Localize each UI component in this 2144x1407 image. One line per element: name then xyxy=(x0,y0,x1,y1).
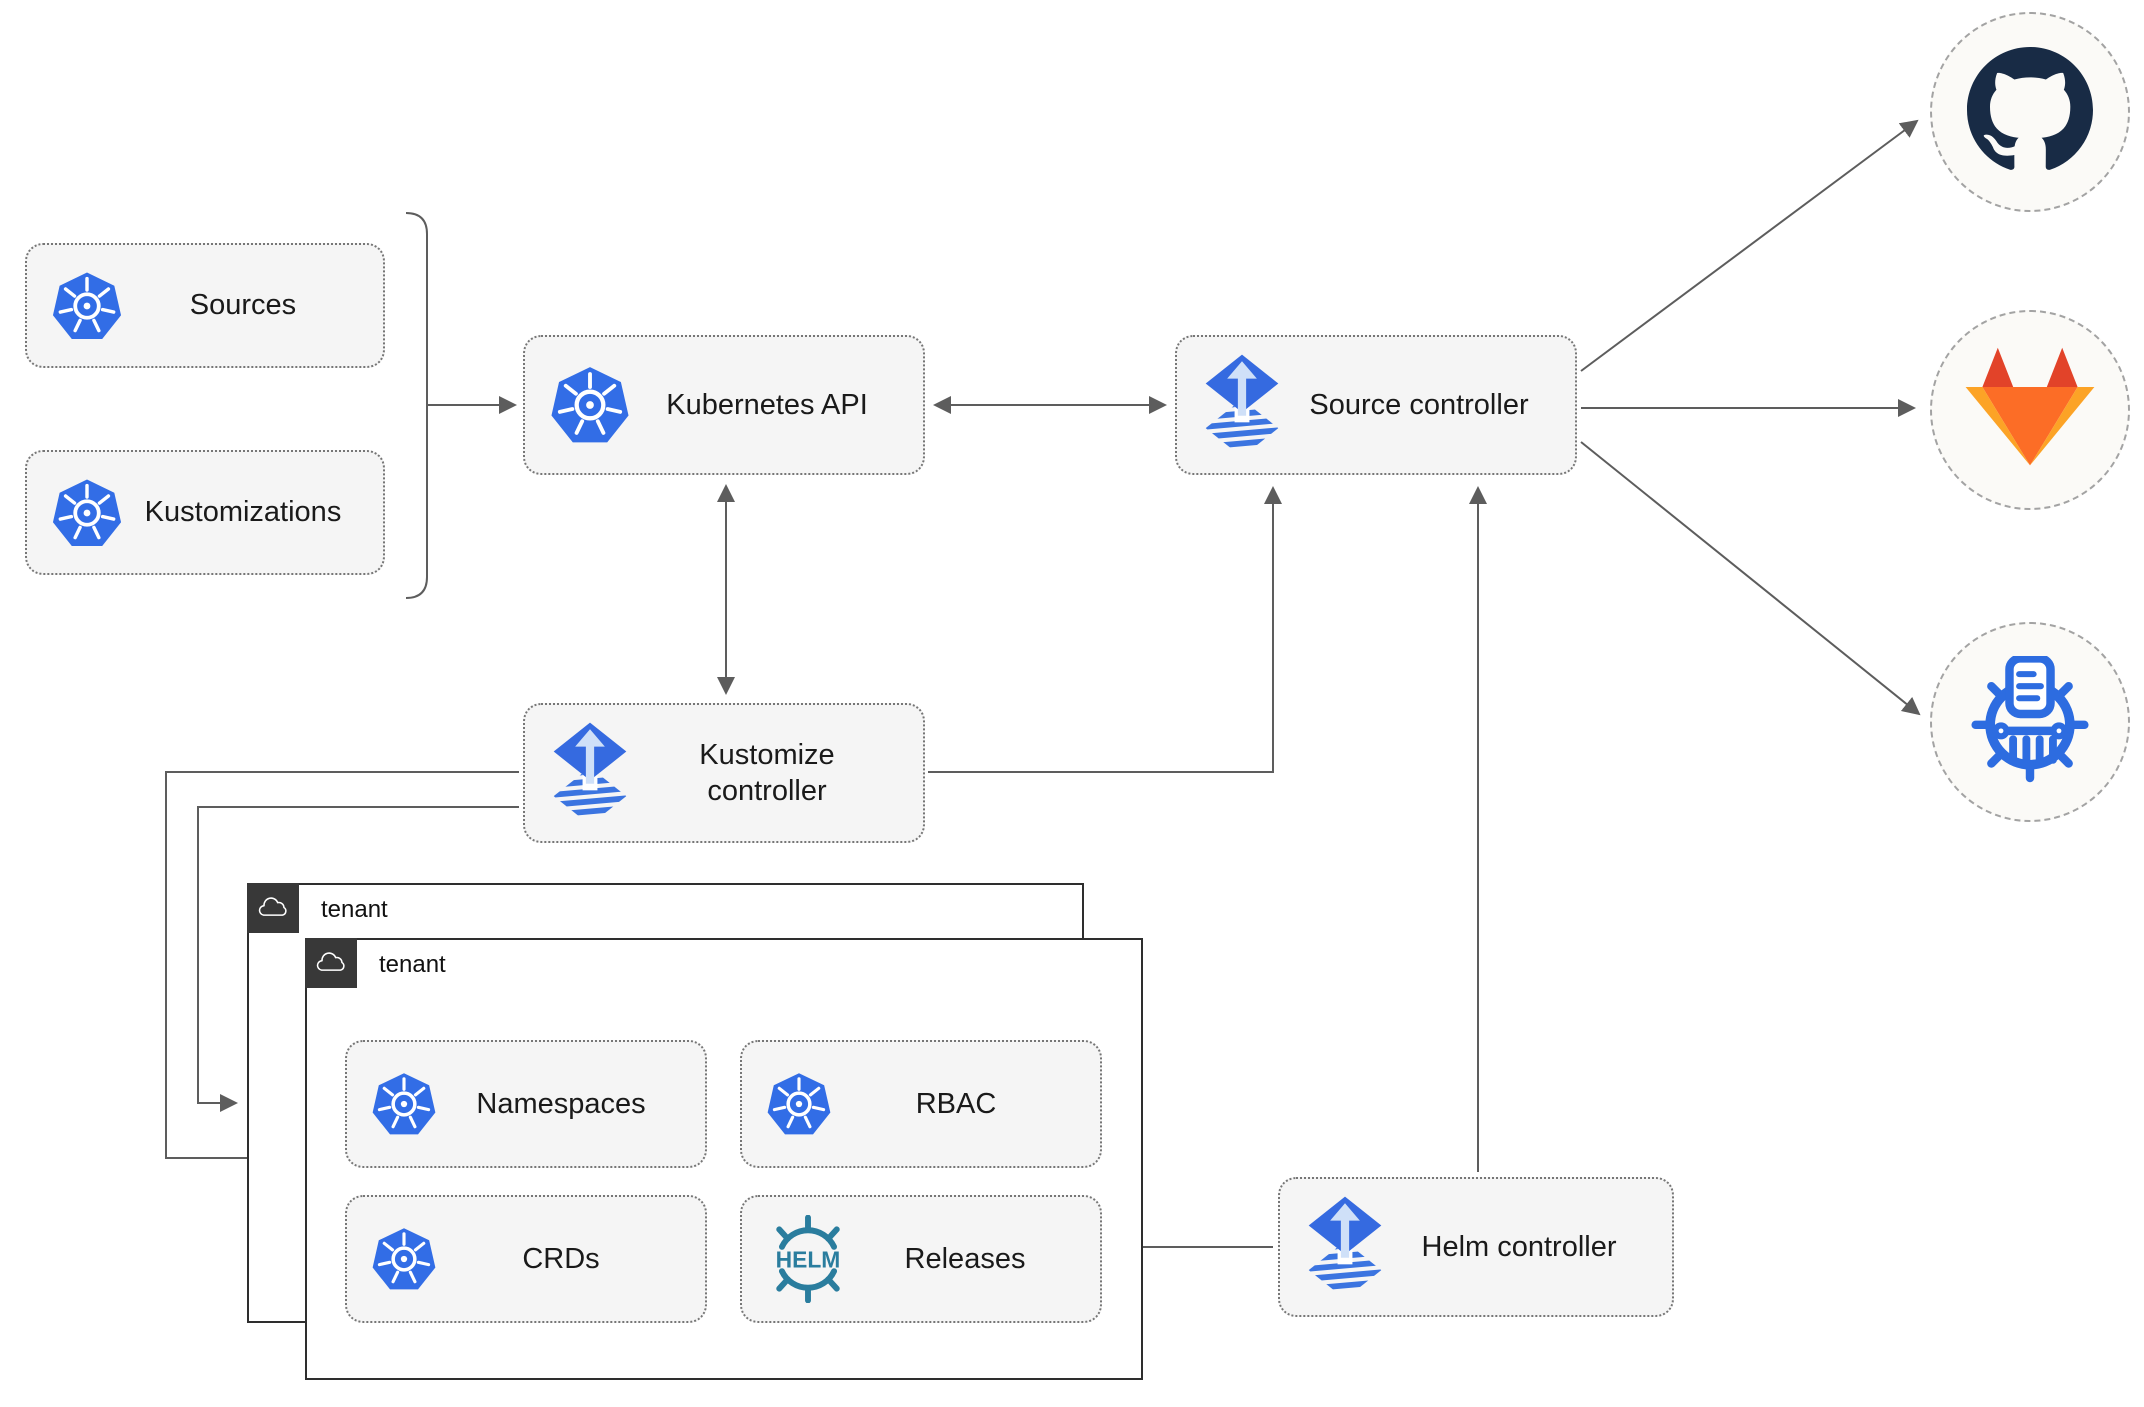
tenant-label: tenant xyxy=(379,951,446,978)
endpoint-github xyxy=(1930,12,2130,212)
node-releases: HELM Releases xyxy=(740,1195,1102,1323)
github-icon xyxy=(1967,46,2093,178)
cloud-icon xyxy=(304,937,357,988)
node-label: Kustomizations xyxy=(144,496,342,529)
node-helm-controller: Helm controller xyxy=(1278,1177,1674,1317)
kubernetes-icon xyxy=(49,268,125,344)
node-sources: Sources xyxy=(25,243,385,368)
flux-icon xyxy=(1199,353,1285,457)
edge-kustomize-to-tenant-back xyxy=(197,806,519,1112)
edge-kustomize-to-source-controller xyxy=(928,486,1282,773)
node-rbac: RBAC xyxy=(740,1040,1102,1168)
node-kubernetes-api: Kubernetes API xyxy=(523,335,925,475)
node-source-controller: Source controller xyxy=(1175,335,1577,475)
flux-icon xyxy=(547,721,633,825)
node-label: Kustomize controller xyxy=(699,738,835,807)
gitlab-icon xyxy=(1960,345,2100,476)
node-crds: CRDs xyxy=(345,1195,707,1323)
node-label: Namespaces xyxy=(476,1087,646,1120)
edge-kustomize-to-tenant-front xyxy=(165,771,519,1167)
flux-icon xyxy=(1302,1195,1388,1299)
kubernetes-icon xyxy=(369,1224,439,1294)
node-kustomizations: Kustomizations xyxy=(25,450,385,575)
kubernetes-icon xyxy=(764,1069,834,1139)
endpoint-gitlab xyxy=(1930,310,2130,510)
chartmuseum-icon xyxy=(1968,653,2092,789)
kubernetes-icon xyxy=(49,475,125,551)
node-label: CRDs xyxy=(522,1242,600,1275)
node-label: Kubernetes API xyxy=(666,388,868,421)
node-label: Source controller xyxy=(1309,388,1529,421)
kubernetes-icon xyxy=(369,1069,439,1139)
helm-logo-text: HELM xyxy=(776,1246,841,1272)
edge-source-to-github xyxy=(1580,119,1919,372)
node-kustomize-controller: Kustomize controller xyxy=(523,703,925,843)
node-namespaces: Namespaces xyxy=(345,1040,707,1168)
node-label: RBAC xyxy=(915,1087,997,1120)
kubernetes-icon xyxy=(547,362,633,448)
endpoint-chartmuseum xyxy=(1930,622,2130,822)
node-label: Sources xyxy=(189,289,297,322)
edge-source-to-chartmuseum xyxy=(1580,441,1921,716)
helm-icon: HELM xyxy=(764,1215,852,1303)
node-label: Releases xyxy=(904,1242,1026,1275)
node-label: Helm controller xyxy=(1421,1230,1617,1263)
bracket-sources-kustomizations xyxy=(405,212,428,599)
tenant-label: tenant xyxy=(321,896,388,923)
cloud-icon xyxy=(246,882,299,933)
